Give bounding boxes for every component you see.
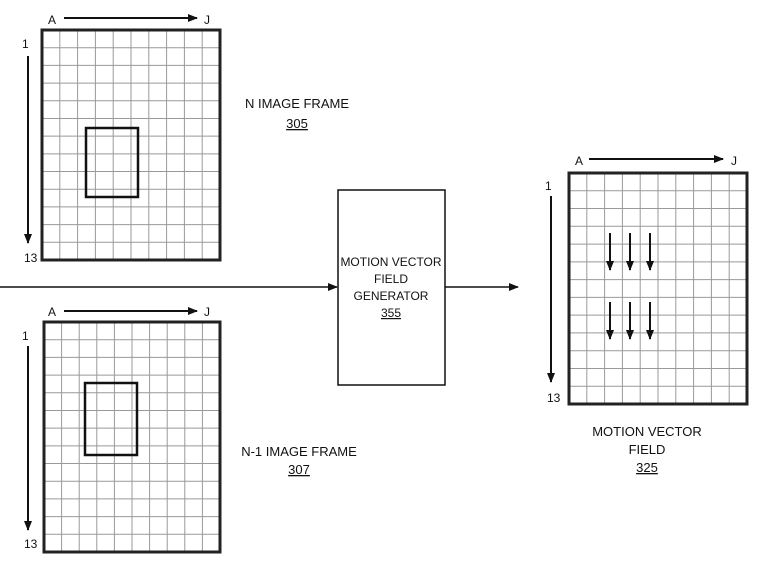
generator-line3: GENERATOR [354,289,429,303]
col-end-label: J [204,305,210,319]
generator-box [337,189,446,386]
col-start-label: A [48,13,56,27]
motion-vector-field-generator: MOTION VECTOR FIELD GENERATOR 355 [337,189,446,386]
n-image-frame: A J 1 13 N IMAGE FRAME 305 [22,13,349,265]
grid-border [567,171,749,406]
generator-ref: 355 [381,306,401,320]
row-end-label: 13 [24,537,38,551]
n-1-image-frame: A J 1 13 N-1 IMAGE FRAME 307 [22,305,357,554]
row-end-label: 13 [547,391,561,405]
field-ref: 325 [636,460,658,475]
generator-line2: FIELD [374,272,408,286]
row-start-label: 1 [22,329,29,343]
row-end-label: 13 [24,251,38,265]
field-title-line1: MOTION VECTOR [592,424,702,439]
col-start-label: A [575,154,583,168]
field-grid [567,171,749,406]
row-start-label: 1 [545,179,552,193]
frame-grid [42,320,222,554]
row-start-label: 1 [22,37,29,51]
generator-line1: MOTION VECTOR [340,255,441,269]
motion-vector-field: A J 1 13 MOTION VECTOR FIELD 325 [545,154,749,475]
frame-title: N IMAGE FRAME [245,96,349,111]
frame-ref: 307 [288,462,310,477]
frame-title: N-1 IMAGE FRAME [241,444,357,459]
field-title-line2: FIELD [629,442,666,457]
grid-border [40,28,222,262]
frame-grid [40,28,222,262]
col-end-label: J [204,13,210,27]
col-end-label: J [731,154,737,168]
block-outline [84,126,140,199]
block-outline [83,381,139,457]
frame-ref: 305 [286,116,308,131]
col-start-label: A [48,305,56,319]
motion-vectors [606,233,654,340]
grid-border [42,320,222,554]
